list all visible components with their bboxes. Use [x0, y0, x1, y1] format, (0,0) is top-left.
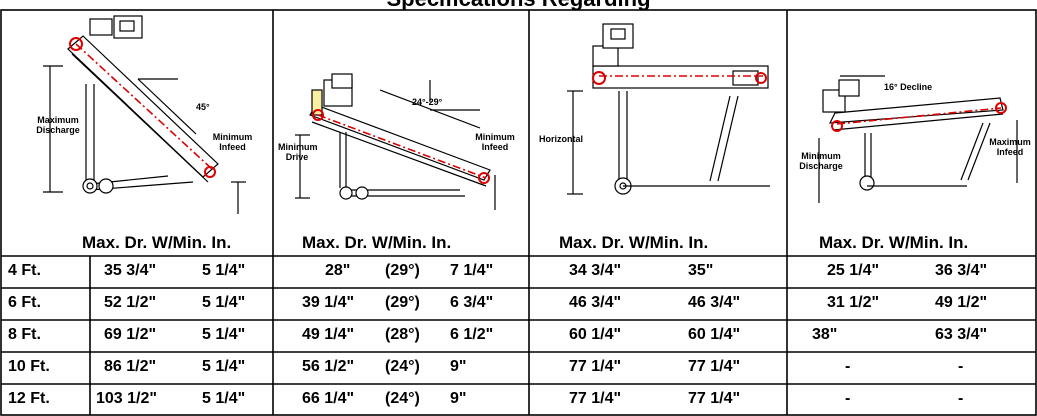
conveyor-diagram-16-decline: [818, 75, 1018, 203]
table-cell: 52 1/2": [104, 294, 157, 311]
table-cell: 9": [450, 358, 467, 375]
table-cell: 5 1/4": [202, 326, 246, 343]
table-cell: 60 1/4": [569, 326, 622, 343]
table-cell: 34 3/4": [569, 262, 622, 279]
table-cell: 5 1/4": [202, 262, 246, 279]
table-cell: 7 1/4": [450, 262, 494, 279]
table-cell: -: [845, 390, 851, 407]
table-cell: 77 1/4": [688, 390, 741, 407]
row-label: 4 Ft.: [8, 262, 41, 279]
table-cell: 5 1/4": [202, 294, 246, 311]
table-cell: -: [845, 358, 851, 375]
page-title: Specifications Regarding: [0, 0, 1037, 10]
table-cell: (29°): [385, 294, 420, 311]
header-col1: Max. Dr. W/Min. In.: [82, 233, 232, 252]
table-cell: (29°): [385, 262, 420, 279]
label-angle-45: 45°: [196, 102, 210, 112]
table-cell: 25 1/4": [827, 262, 880, 279]
table-cell: 31 1/2": [827, 294, 880, 311]
table-cell: 46 3/4": [688, 294, 741, 311]
table-cell: 9": [450, 390, 467, 407]
table-cell: 63 3/4": [935, 326, 988, 343]
table-cell: 66 1/4": [302, 390, 355, 407]
table-cell: 86 1/2": [104, 358, 157, 375]
header-col4: Max. Dr. W/Min. In.: [819, 233, 969, 252]
conveyor-diagram-45: [43, 15, 246, 214]
label-maximum-discharge: Maximum Discharge: [36, 115, 80, 135]
row-label: 6 Ft.: [8, 294, 41, 311]
table-cell: 6 3/4": [450, 294, 494, 311]
table-cell: 103 1/2": [96, 390, 157, 407]
table-cell: 5 1/4": [202, 358, 246, 375]
table-cell: 38": [812, 326, 838, 343]
table-cell: -: [958, 358, 964, 375]
label-maximum-infeed: Maximum Infeed: [989, 137, 1031, 157]
label-minimum-discharge: Minimum Discharge: [799, 151, 843, 171]
table-cell: 49 1/2": [935, 294, 988, 311]
table-cell: 28": [325, 262, 351, 279]
table-cell: 36 3/4": [935, 262, 988, 279]
table-cell: (24°): [385, 358, 420, 375]
table-cell: (28°): [385, 326, 420, 343]
table-cell: 60 1/4": [688, 326, 741, 343]
label-minimum-infeed: Minimum Infeed: [212, 132, 253, 152]
table-cell: 49 1/4": [302, 326, 355, 343]
row-label: 12 Ft.: [8, 390, 50, 407]
table-cell: 46 3/4": [569, 294, 622, 311]
conveyor-diagram-24-29: [295, 73, 496, 210]
table-cell: 69 1/2": [104, 326, 157, 343]
row-label: 10 Ft.: [8, 358, 50, 375]
table-cell: 5 1/4": [202, 390, 246, 407]
conveyor-diagram-horizontal: [567, 23, 770, 195]
table-cell: 35": [688, 262, 714, 279]
label-16-decline: 16° Decline: [884, 82, 933, 92]
table-cell: 56 1/2": [302, 358, 355, 375]
table-cell: -: [958, 390, 964, 407]
table-cell: 77 1/4": [569, 390, 622, 407]
label-minimum-drive: Minimum Drive: [278, 142, 318, 162]
label-minimum-infeed-2: Minimum Infeed: [475, 132, 515, 152]
table-cell: 6 1/2": [450, 326, 494, 343]
header-col2: Max. Dr. W/Min. In.: [302, 233, 452, 252]
label-horizontal: Horizontal: [539, 134, 583, 144]
row-label: 8 Ft.: [8, 326, 41, 343]
header-col3: Max. Dr. W/Min. In.: [559, 233, 709, 252]
table-cell: 35 3/4": [104, 262, 157, 279]
table-cell: (24°): [385, 390, 420, 407]
table-cell: 77 1/4": [569, 358, 622, 375]
table-cell: 77 1/4": [688, 358, 741, 375]
table-cell: 39 1/4": [302, 294, 355, 311]
label-angle-24-29: 24°-29°: [412, 97, 443, 107]
